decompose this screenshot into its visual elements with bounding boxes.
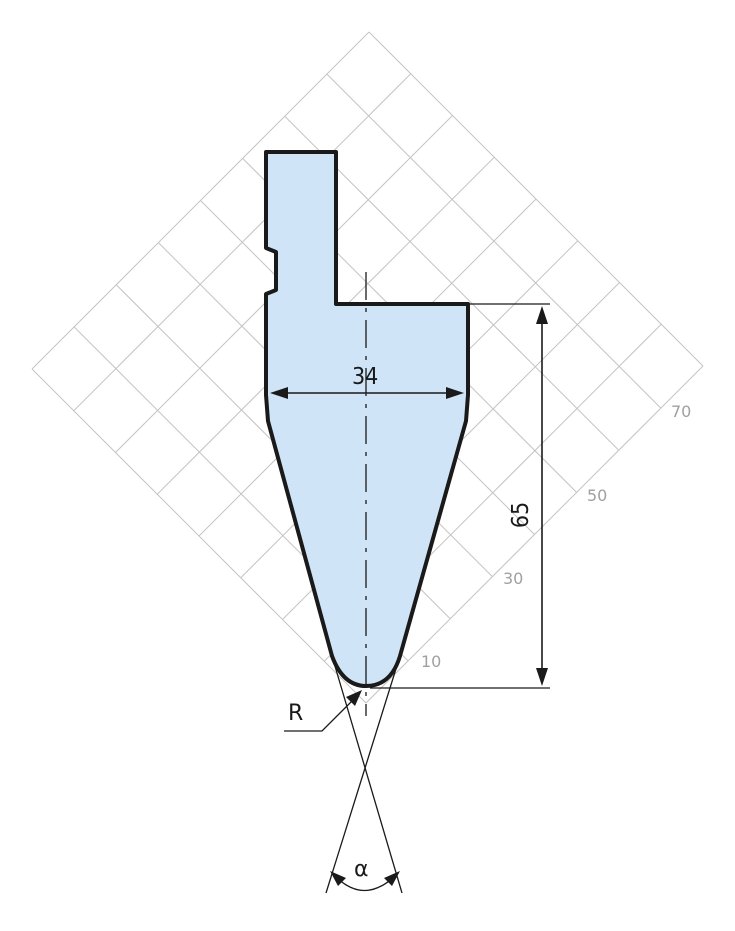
radius-label: R xyxy=(288,701,303,726)
grid-line xyxy=(365,365,704,704)
radius-arrow xyxy=(346,690,362,706)
grid-label-30: 30 xyxy=(503,569,523,588)
grid-label-50: 50 xyxy=(587,486,607,505)
width-arrow-right xyxy=(446,387,464,399)
grid-line xyxy=(31,368,367,704)
angle-arrow-right xyxy=(384,871,400,886)
right-flank-extension xyxy=(325,655,401,894)
angle-arrow-left xyxy=(330,871,346,886)
width-arrow-left xyxy=(270,387,288,399)
width-label: 34 xyxy=(352,364,378,390)
grid-label-10: 10 xyxy=(421,652,441,671)
tool-profile xyxy=(264,150,470,688)
left-flank-extension xyxy=(331,655,403,894)
grid-label-70: 70 xyxy=(671,402,691,421)
height-arrow-bottom xyxy=(536,668,548,686)
angle-label: α xyxy=(354,857,369,882)
height-label: 65 xyxy=(508,502,534,528)
radius-leader xyxy=(284,696,357,732)
height-arrow-top xyxy=(536,306,548,324)
